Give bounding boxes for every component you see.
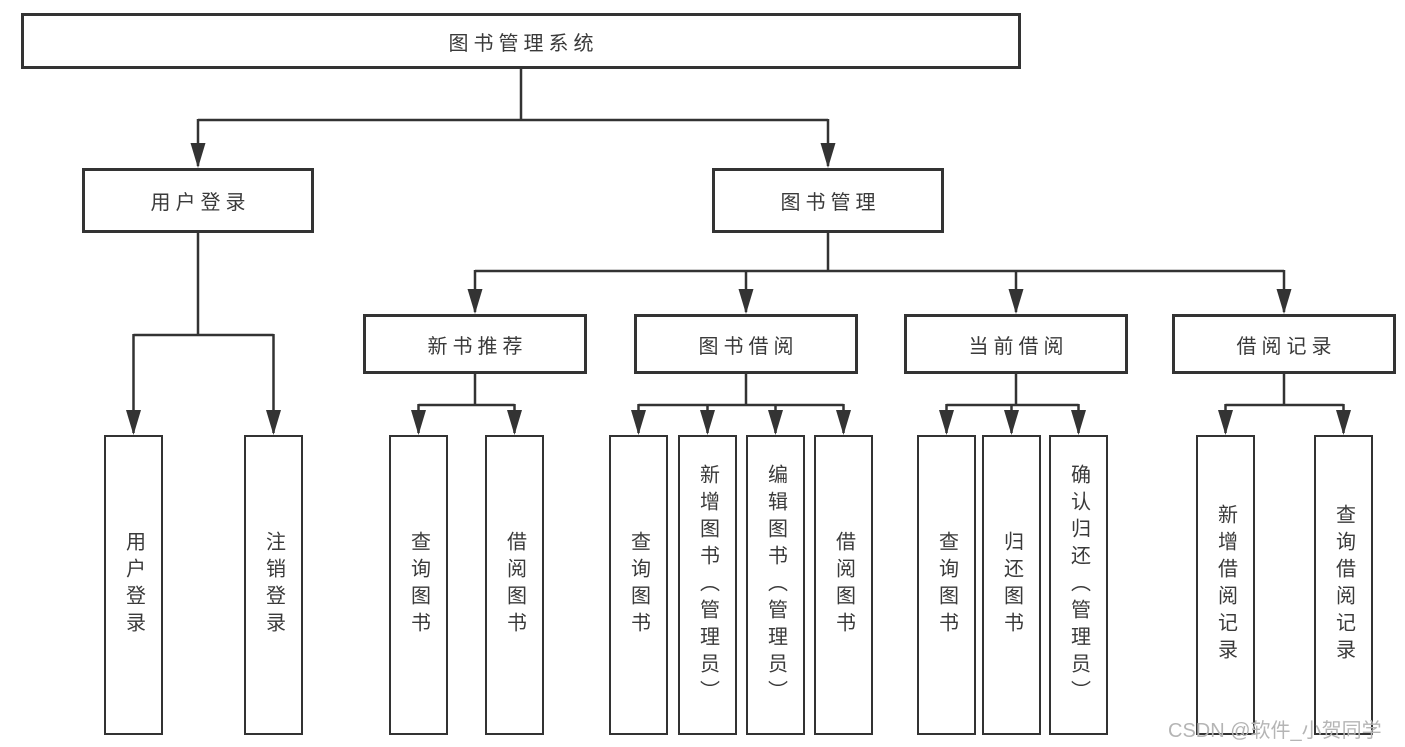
- leaf-borrow-book-borrowing: 借阅图书: [814, 435, 873, 735]
- leaf-add-borrow-record: 新增借阅记录: [1196, 435, 1255, 735]
- leaf-edit-book-admin: 编辑图书（管理员）: [746, 435, 805, 735]
- leaf-return-book: 归还图书: [982, 435, 1041, 735]
- connector-skeleton: [133, 69, 1344, 407]
- leaf-query-book-borrowing: 查询图书: [609, 435, 668, 735]
- node-borrowing-records: 借阅记录: [1172, 314, 1396, 374]
- leaf-add-book-admin: 新增图书（管理员）: [678, 435, 737, 735]
- node-book-borrowing: 图书借阅: [634, 314, 858, 374]
- leaf-user-login: 用户登录: [104, 435, 163, 735]
- leaf-logout-login: 注销登录: [244, 435, 303, 735]
- node-user-login-group: 用户登录: [82, 168, 314, 233]
- leaf-query-borrow-record: 查询借阅记录: [1314, 435, 1373, 735]
- leaf-query-book-recommend: 查询图书: [389, 435, 448, 735]
- node-library-management-system: 图书管理系统: [21, 13, 1021, 69]
- csdn-watermark: CSDN @软件_小贺同学: [1168, 720, 1382, 742]
- node-book-management-group: 图书管理: [712, 168, 944, 233]
- leaf-borrow-book-recommend: 借阅图书: [485, 435, 544, 735]
- node-new-book-recommend: 新书推荐: [363, 314, 587, 374]
- node-current-borrowing: 当前借阅: [904, 314, 1128, 374]
- leaf-query-book-current: 查询图书: [917, 435, 976, 735]
- leaf-confirm-return-admin: 确认归还（管理员）: [1049, 435, 1108, 735]
